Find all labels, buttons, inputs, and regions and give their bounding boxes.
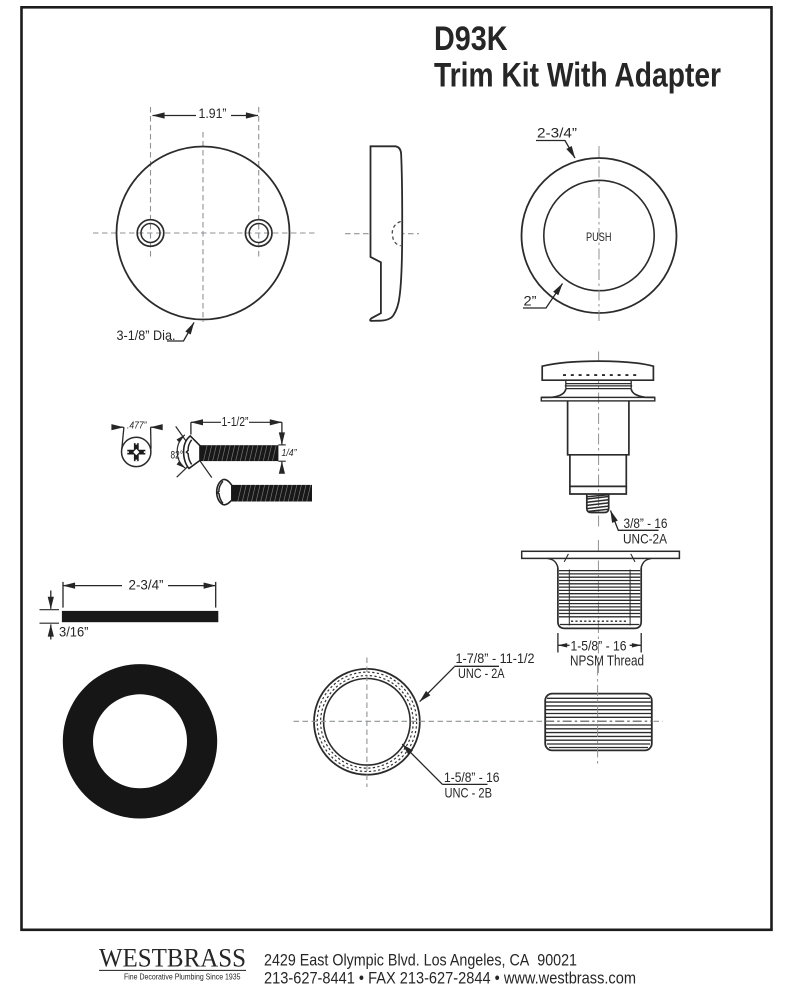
svg-text:82°: 82° xyxy=(171,450,184,462)
svg-text:2-3/4”: 2-3/4” xyxy=(129,577,164,593)
svg-text:PUSH: PUSH xyxy=(586,230,612,244)
svg-text:2-3/4”: 2-3/4” xyxy=(537,125,577,141)
svg-text:.477”: .477” xyxy=(127,420,147,432)
svg-text:WESTBRASS: WESTBRASS xyxy=(99,944,246,973)
svg-text:Fine Decorative Plumbing Since: Fine Decorative Plumbing Since 1935 xyxy=(124,971,241,981)
svg-text:1.91”: 1.91” xyxy=(199,105,227,121)
svg-text:Trim Kit With Adapter: Trim Kit With Adapter xyxy=(434,57,721,95)
svg-text:NPSM Thread: NPSM Thread xyxy=(570,654,644,670)
svg-text:3/8” - 16: 3/8” - 16 xyxy=(624,515,668,531)
svg-text:1-1/2”: 1-1/2” xyxy=(222,415,249,429)
svg-text:1-7/8” - 11-1/2: 1-7/8” - 11-1/2 xyxy=(456,650,535,666)
svg-text:1-5/8” - 16: 1-5/8” - 16 xyxy=(444,769,500,785)
svg-text:3-1/8” Dia.: 3-1/8” Dia. xyxy=(117,327,176,343)
svg-text:3/16”: 3/16” xyxy=(59,624,89,640)
svg-text:UNC - 2B: UNC - 2B xyxy=(445,785,493,801)
svg-text:2429 East Olympic Blvd. Los An: 2429 East Olympic Blvd. Los Angeles, CA … xyxy=(264,951,577,970)
svg-text:1-5/8” - 16: 1-5/8” - 16 xyxy=(571,638,627,654)
svg-text:213-627-8441 • FAX 213-627-284: 213-627-8441 • FAX 213-627-2844 • www.we… xyxy=(264,969,636,988)
svg-text:D93K: D93K xyxy=(434,20,508,58)
svg-text:2”: 2” xyxy=(524,293,537,309)
svg-text:1/4”: 1/4” xyxy=(282,447,297,459)
svg-text:UNC-2A: UNC-2A xyxy=(623,531,668,547)
svg-text:UNC - 2A: UNC - 2A xyxy=(458,665,505,681)
